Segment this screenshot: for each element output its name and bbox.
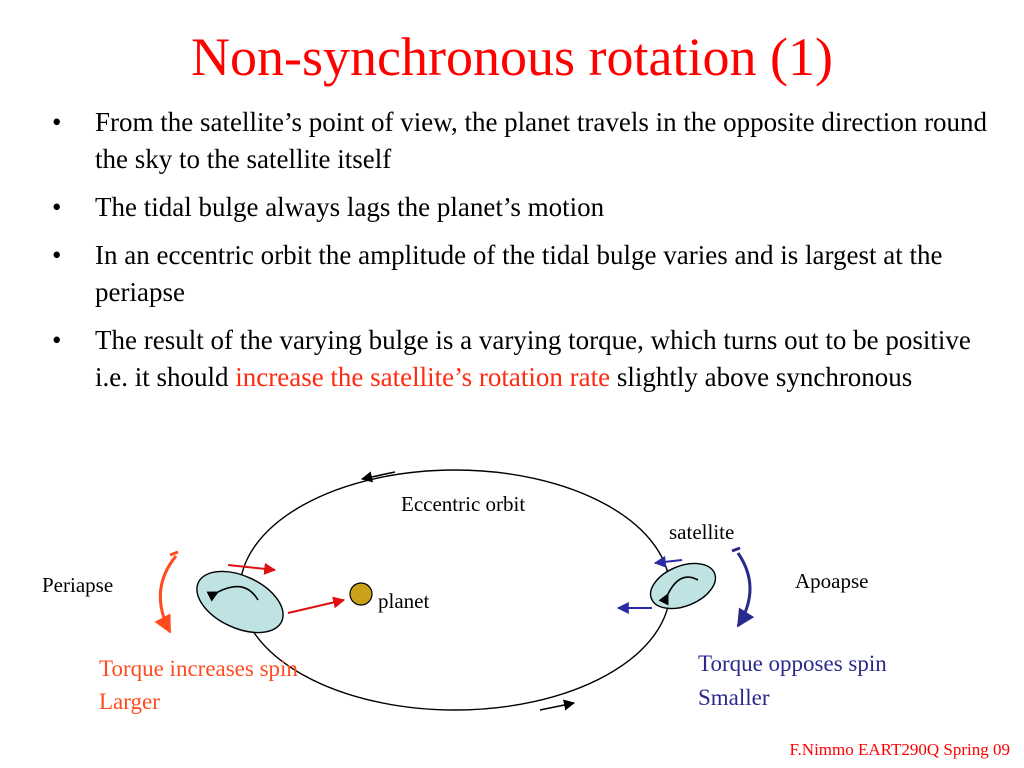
periapse-motion-arrow — [227, 562, 277, 575]
periapse-torque-arrow — [154, 555, 178, 634]
orbit-direction-arrow — [539, 699, 576, 711]
periapse-label: Periapse — [42, 573, 114, 597]
bullet-item: The result of the varying bulge is a var… — [52, 322, 992, 396]
bullet-highlight: increase the satellite’s rotation rate — [235, 362, 611, 392]
bullet-text-after: slightly above synchronous — [610, 362, 913, 392]
bullet-text: From the satellite’s point of view, the … — [95, 107, 988, 174]
bullet-text: In an eccentric orbit the amplitude of t… — [95, 240, 943, 307]
bullet-text: The tidal bulge always lags the planet’s… — [95, 192, 605, 222]
apoapse-torque-label: Torque opposes spin — [698, 651, 887, 676]
apoapse-torque-arrow — [736, 552, 755, 628]
periapse-satellite-icon — [196, 570, 284, 634]
periapse-pull-arrow — [287, 596, 346, 614]
periapse-bulge-label: Larger — [99, 689, 160, 714]
orbit-label: Eccentric orbit — [401, 492, 526, 516]
satellite-label: satellite — [669, 520, 735, 544]
apoapse-bulge-label: Smaller — [698, 685, 770, 710]
planet-label: planet — [378, 589, 430, 613]
bullet-item: From the satellite’s point of view, the … — [52, 104, 992, 178]
planet-icon — [349, 582, 373, 606]
slide-title: Non-synchronous rotation (1) — [191, 27, 833, 87]
orbit-direction-arrow — [360, 471, 396, 483]
periapse-tick — [169, 550, 179, 557]
footer-credit: F.Nimmo EART290Q Spring 09 — [789, 740, 1010, 759]
apoapse-motion-arrow — [653, 555, 683, 568]
bullet-item: In an eccentric orbit the amplitude of t… — [52, 237, 992, 311]
apoapse-spin-arrow — [658, 576, 699, 606]
periapse-spin-arrow — [206, 585, 259, 602]
bullet-item: The tidal bulge always lags the planet’s… — [52, 189, 992, 226]
bullet-list: From the satellite’s point of view, the … — [52, 104, 992, 407]
apoapse-tick — [731, 546, 741, 553]
apoapse-satellite-icon — [649, 562, 717, 610]
bullet-text-before: The result of the varying bulge is a var… — [95, 325, 971, 392]
periapse-torque-label: Torque increases spin — [99, 656, 298, 681]
apoapse-label: Apoapse — [795, 569, 869, 593]
